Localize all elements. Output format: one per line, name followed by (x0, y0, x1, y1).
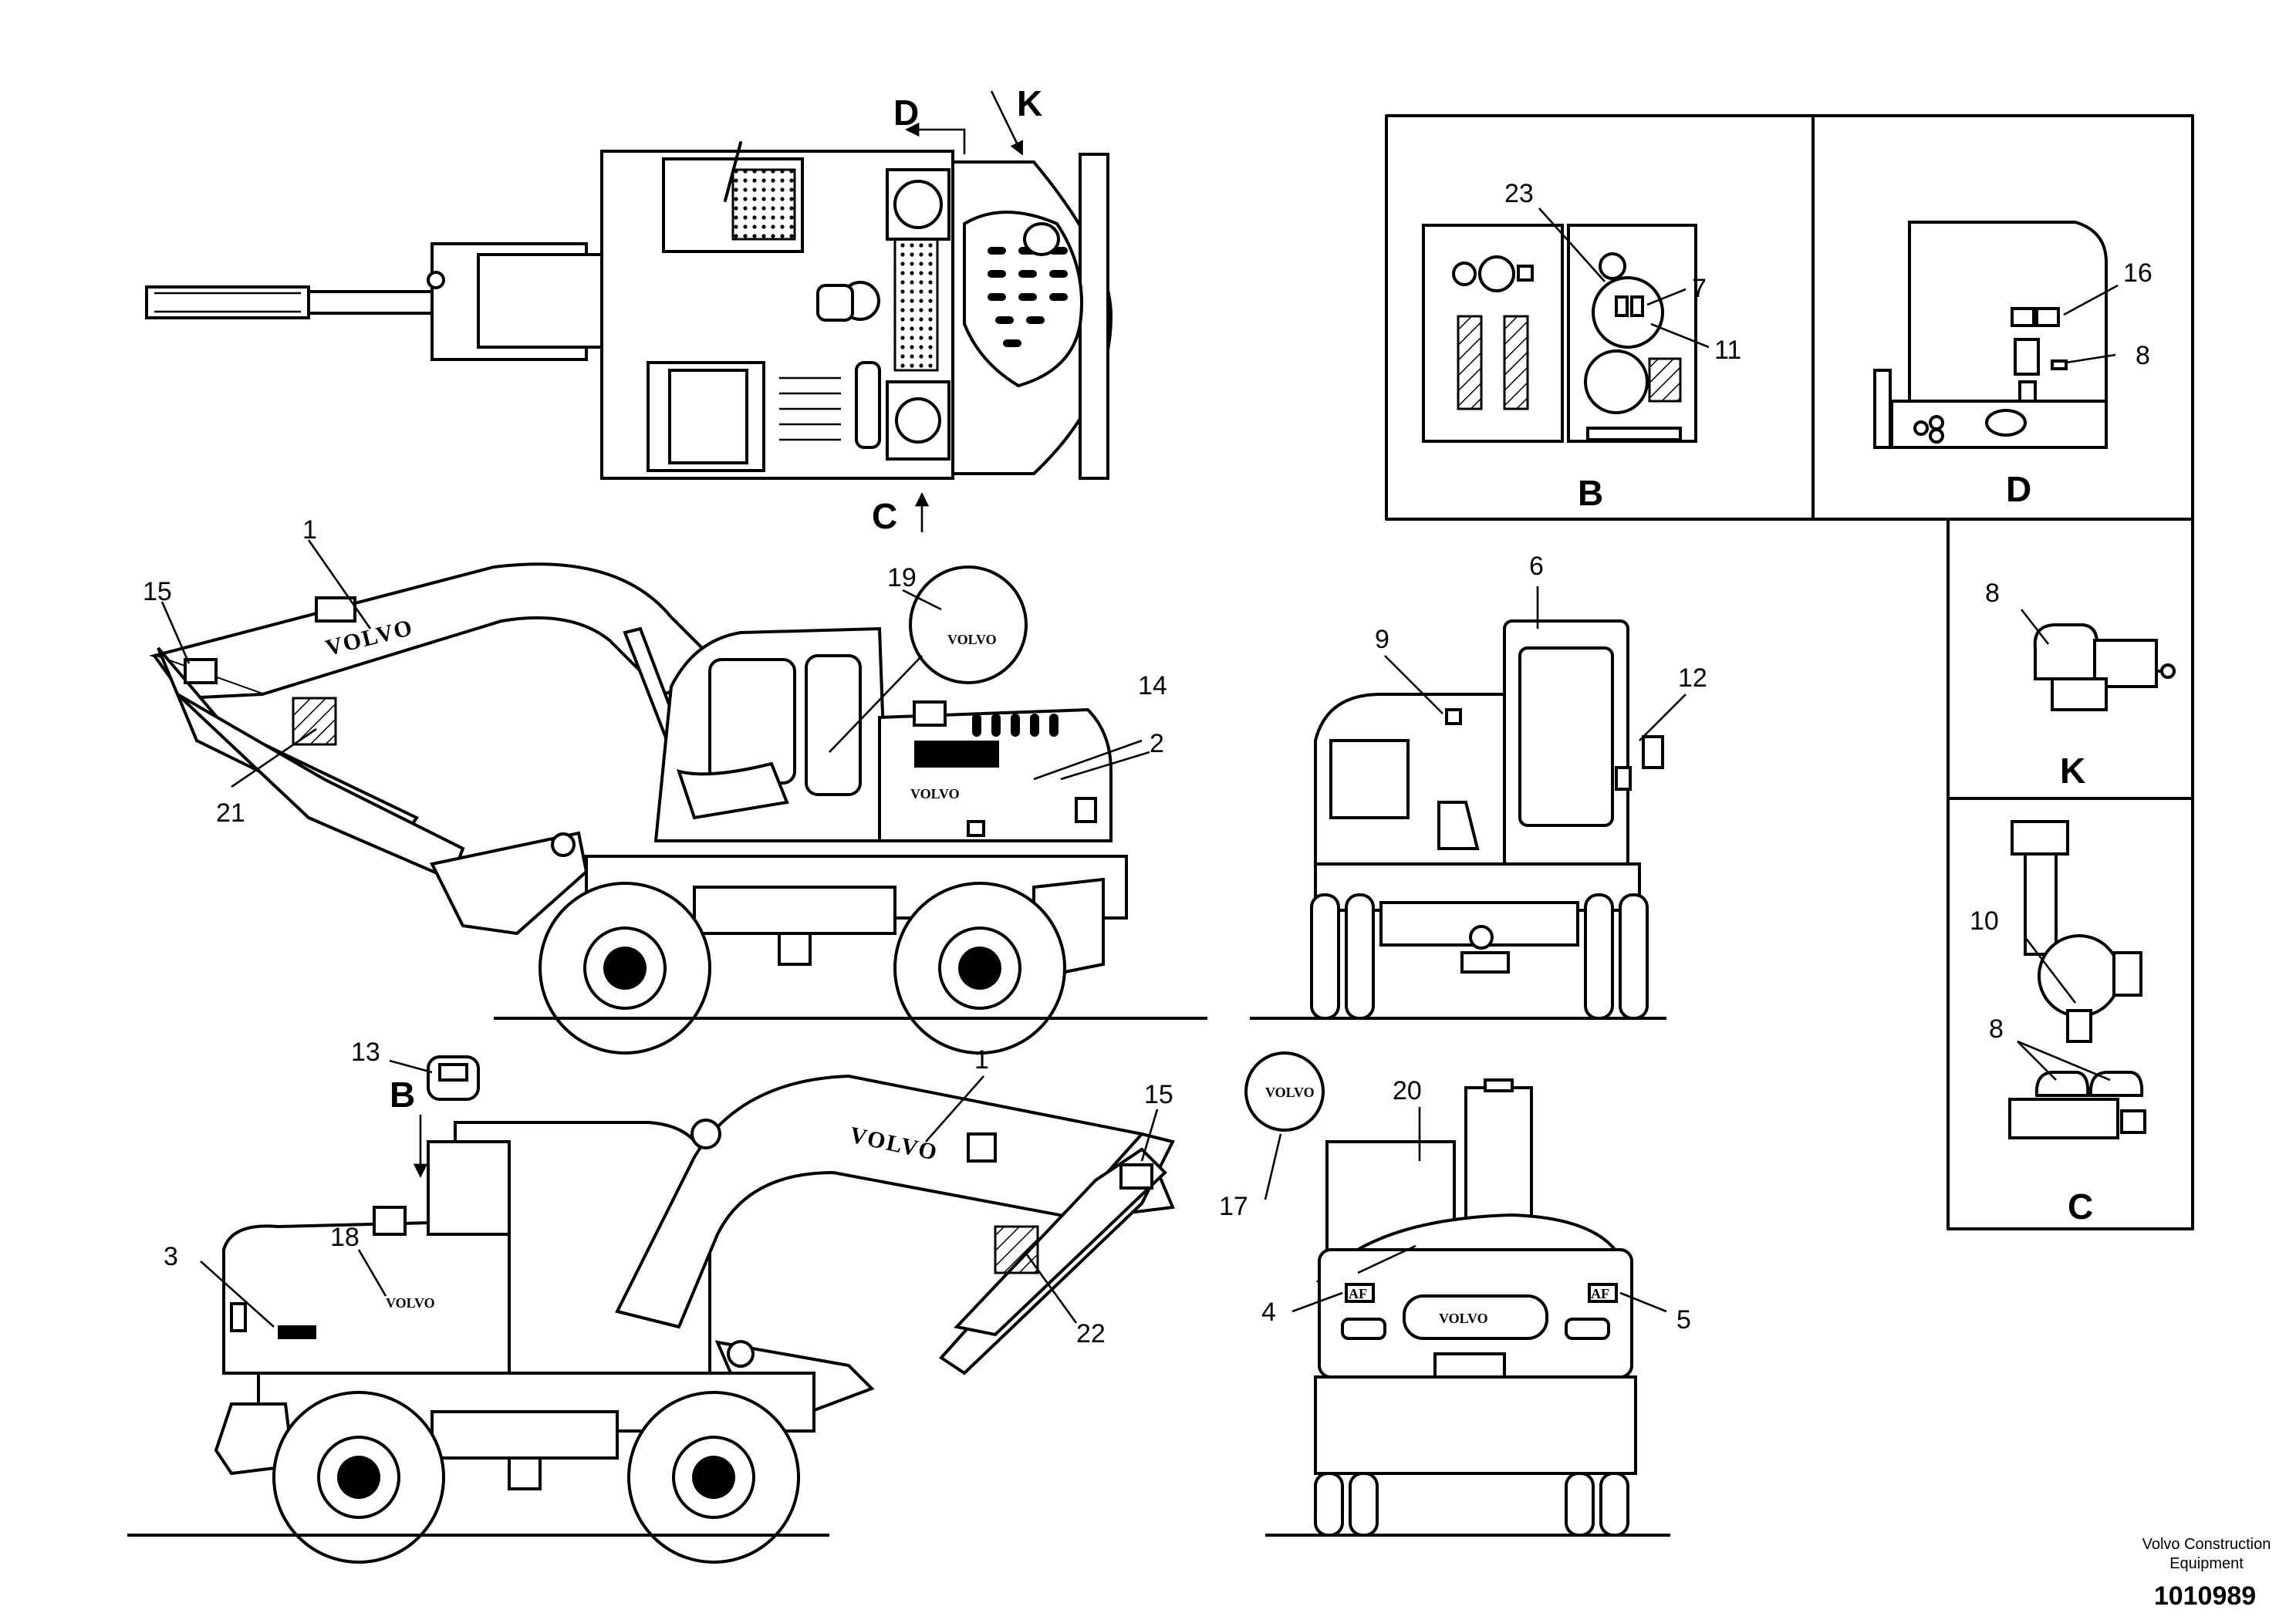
callout-8-panel-d: 8 (2136, 341, 2150, 370)
view-arrow-c: C (872, 492, 930, 536)
rear-volvo-decal: VOLVO (1439, 1311, 1488, 1326)
warning-decal-left: AF (1349, 1286, 1367, 1301)
callout-labels: 1 15 19 14 2 21 9 6 12 23 7 11 16 8 8 10… (143, 179, 2152, 1348)
callout-5: 5 (1676, 1305, 1691, 1335)
view-arrow-d: D (893, 93, 966, 154)
panel-c-air-filter-view (2008, 820, 2146, 1139)
front-view (1244, 1051, 1637, 1537)
bubble-volvo-decal: VOLVO (947, 632, 997, 647)
callout-11: 11 (1714, 336, 1741, 365)
panel-d-side-view (1873, 221, 2108, 449)
panel-k-leader (2020, 609, 2050, 645)
callout-8-panel-k: 8 (1985, 579, 2000, 608)
front-view-leaders (1264, 1107, 1667, 1313)
view-arrow-k: K (990, 83, 1042, 156)
callout-19: 19 (887, 563, 917, 592)
panel-label-c: C (2068, 1186, 2093, 1227)
panel-k-filter-view (2033, 623, 2176, 711)
callout-16: 16 (2123, 258, 2152, 288)
callout-15: 15 (143, 577, 172, 606)
rear-view (1310, 619, 1664, 1020)
footer-block: Volvo Construction Equipment 1010989 (2142, 1536, 2271, 1611)
body-volvo-decal-right: VOLVO (386, 1295, 435, 1311)
callout-17: 17 (1219, 1192, 1248, 1221)
panel-b-leaders (1538, 208, 1710, 349)
top-plan-view (145, 141, 1113, 480)
side-view-left (149, 562, 1128, 1055)
panel-d-leaders (2063, 284, 2119, 364)
panel-b-engine-view (1422, 224, 1697, 443)
front-view-decals: VOLVO VOLVO AF AF (1265, 1085, 1609, 1326)
callout-8-panel-c: 8 (1989, 1014, 2004, 1044)
callout-12: 12 (1678, 663, 1707, 693)
callout-1: 1 (302, 515, 317, 545)
panel-label-d: D (2006, 469, 2031, 509)
warning-decal-right: AF (1591, 1286, 1609, 1301)
callout-2: 2 (1150, 729, 1164, 758)
side-view-right-leaders (200, 1059, 1159, 1328)
callout-6: 6 (1529, 552, 1544, 581)
body-volvo-decal: VOLVO (910, 786, 960, 802)
callout-14: 14 (1138, 671, 1167, 700)
callout-7: 7 (1692, 274, 1707, 303)
drawing-number: 1010989 (2154, 1581, 2256, 1611)
panel-c-leaders (2017, 937, 2111, 1082)
callout-21: 21 (216, 798, 245, 828)
callout-3: 3 (164, 1242, 178, 1271)
callout-20: 20 (1393, 1076, 1422, 1105)
callout-10: 10 (1970, 906, 1999, 936)
company-line-1: Volvo Construction (2142, 1536, 2271, 1553)
view-label-b-arrow: B (390, 1075, 415, 1115)
callout-15-bottom: 15 (1144, 1080, 1173, 1109)
detail-panels-frame (1385, 114, 2194, 1230)
side-view-left-leaders (160, 539, 1150, 781)
callout-18: 18 (330, 1223, 360, 1252)
rear-view-leaders (1384, 586, 1687, 741)
callout-9: 9 (1375, 625, 1389, 654)
callout-22: 22 (1076, 1319, 1106, 1348)
view-label-k: K (1017, 83, 1042, 123)
panel-label-b: B (1578, 473, 1603, 513)
side-view-right (214, 1055, 1175, 1564)
view-label-d: D (893, 93, 919, 133)
view-label-c: C (872, 496, 897, 536)
panel-label-k: K (2060, 751, 2085, 791)
callout-1-bottom: 1 (974, 1045, 989, 1075)
company-line-2: Equipment (2169, 1555, 2244, 1572)
callout-4: 4 (1261, 1298, 1276, 1327)
bubble-volvo-decal-2: VOLVO (1265, 1085, 1315, 1100)
callout-23: 23 (1504, 179, 1534, 208)
callout-13: 13 (351, 1038, 380, 1067)
